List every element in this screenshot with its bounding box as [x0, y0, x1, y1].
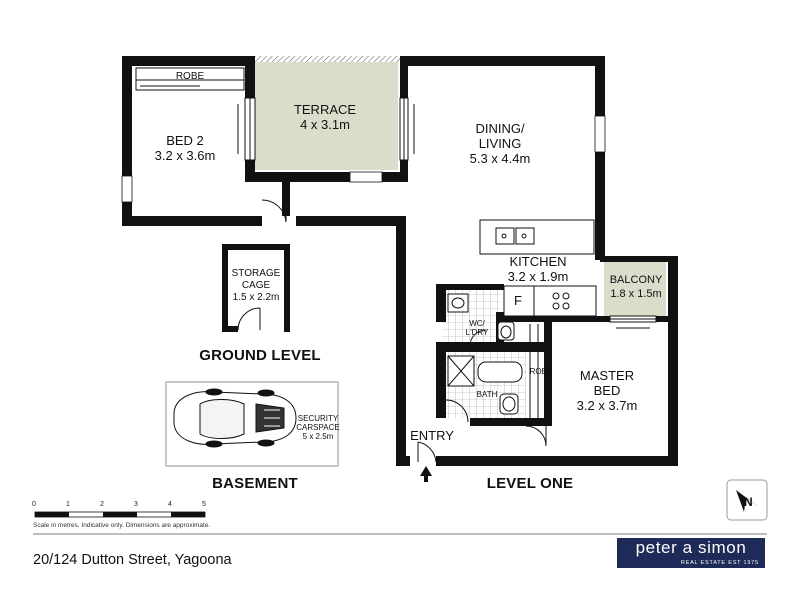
windows	[121, 115, 606, 466]
doors	[237, 198, 547, 463]
scale-tick-1: 1	[66, 501, 70, 508]
balcony-size: 1.8 x 1.5m	[610, 288, 662, 300]
bath-name: BATH	[476, 390, 498, 399]
carspace-name-2: CARSPACE	[296, 423, 340, 432]
terrace-name: TERRACE	[293, 102, 357, 117]
svg-text:N: N	[744, 495, 753, 509]
storage-name-2: CAGE	[241, 280, 271, 291]
wc-name-2: L'DRY	[465, 328, 489, 337]
fridge-label: F	[514, 293, 522, 308]
scale-tick-2: 2	[100, 501, 104, 508]
property-address: 20/124 Dutton Street, Yagoona	[33, 552, 232, 568]
terrace-fill	[255, 62, 398, 170]
balcony-fill	[604, 262, 666, 316]
agency-name: peter a simon	[635, 538, 747, 557]
master-name-2: BED	[593, 383, 621, 398]
scale-bar	[34, 511, 206, 518]
entry-label: ENTRY	[410, 428, 454, 443]
scale-tick-4: 4	[168, 501, 172, 508]
master-name: MASTER	[579, 368, 635, 383]
scale-tick-3: 3	[134, 501, 138, 508]
kitchen-size: 3.2 x 1.9m	[507, 269, 569, 284]
dining-name-2: LIVING	[478, 136, 522, 151]
scale-tick-5: 5	[202, 501, 206, 508]
storage-name: STORAGE	[231, 268, 281, 279]
basement-heading: BASEMENT	[212, 475, 298, 492]
scale-tick-0: 0	[32, 501, 36, 508]
carspace-outline	[165, 381, 339, 467]
scale-note: Scale in metres. Indicative only. Dimens…	[33, 522, 211, 529]
sliding-doors	[237, 97, 657, 329]
storage-size: 1.5 x 2.2m	[232, 292, 280, 303]
agency-tagline: REAL ESTATE EST 1975	[680, 560, 759, 566]
dining-name: DINING/	[475, 121, 525, 136]
robe-label-master: ROBE	[529, 367, 553, 376]
robe-label-bed2: ROBE	[175, 71, 205, 82]
terrace-size: 4 x 3.1m	[300, 117, 350, 132]
robes	[135, 67, 539, 422]
wc-name: WC/	[469, 319, 485, 328]
entry-arrow-icon	[420, 466, 432, 482]
kitchen-name: KITCHEN	[509, 254, 567, 269]
fixtures	[447, 293, 523, 415]
dining-size: 5.3 x 4.4m	[469, 151, 531, 166]
bed2-name: BED 2	[166, 133, 204, 148]
carspace-name: SECURITY	[297, 414, 339, 423]
master-size: 3.2 x 3.7m	[576, 398, 638, 413]
bed2-size: 3.2 x 3.6m	[154, 148, 216, 163]
balcony-name: BALCONY	[609, 274, 663, 286]
level-one-heading: LEVEL ONE	[486, 475, 574, 492]
kitchen-benches	[479, 219, 597, 317]
car-icon	[173, 388, 297, 448]
agency-logo: peter a simon REAL ESTATE EST 1975	[617, 538, 765, 568]
carspace-size: 5 x 2.5m	[302, 432, 334, 441]
ground-level-heading: GROUND LEVEL	[199, 347, 321, 364]
north-arrow-icon: N	[726, 479, 768, 521]
terrace-balustrade	[254, 56, 400, 62]
walls	[122, 56, 678, 466]
